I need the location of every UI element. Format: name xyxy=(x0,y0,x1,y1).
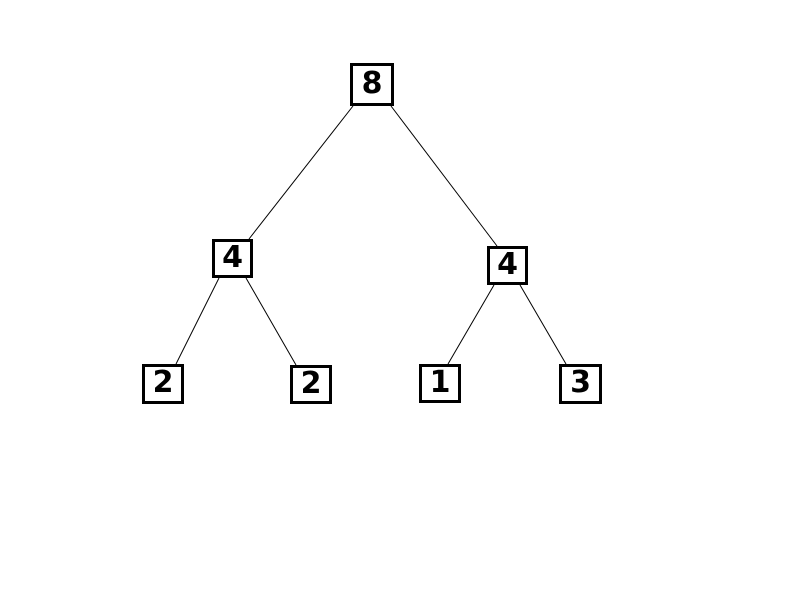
node-label: 4 xyxy=(497,246,518,282)
node-label: 2 xyxy=(300,365,322,401)
tree-node-right: 4 xyxy=(487,246,528,285)
node-label: 8 xyxy=(361,65,383,101)
tree-node-left-left: 2 xyxy=(142,364,184,404)
node-label: 3 xyxy=(570,365,591,400)
tree-node-right-left: 1 xyxy=(419,364,461,403)
tree-edge-right-right-left xyxy=(447,284,495,365)
tree-edge-root-right xyxy=(390,105,498,247)
node-label: 4 xyxy=(222,239,243,275)
tree-node-right-right: 3 xyxy=(559,364,602,404)
node-label: 1 xyxy=(429,364,451,400)
tree-edge-right-right-right xyxy=(519,284,567,365)
tree-edge-left-left-right xyxy=(245,277,297,366)
tree-node-left: 4 xyxy=(212,239,253,278)
tree-node-left-right: 2 xyxy=(290,365,332,404)
tree-edge-root-left xyxy=(248,105,354,240)
tree-node-root: 8 xyxy=(350,63,394,106)
tree-edge-left-left-left xyxy=(175,277,220,365)
node-label: 2 xyxy=(152,365,174,400)
